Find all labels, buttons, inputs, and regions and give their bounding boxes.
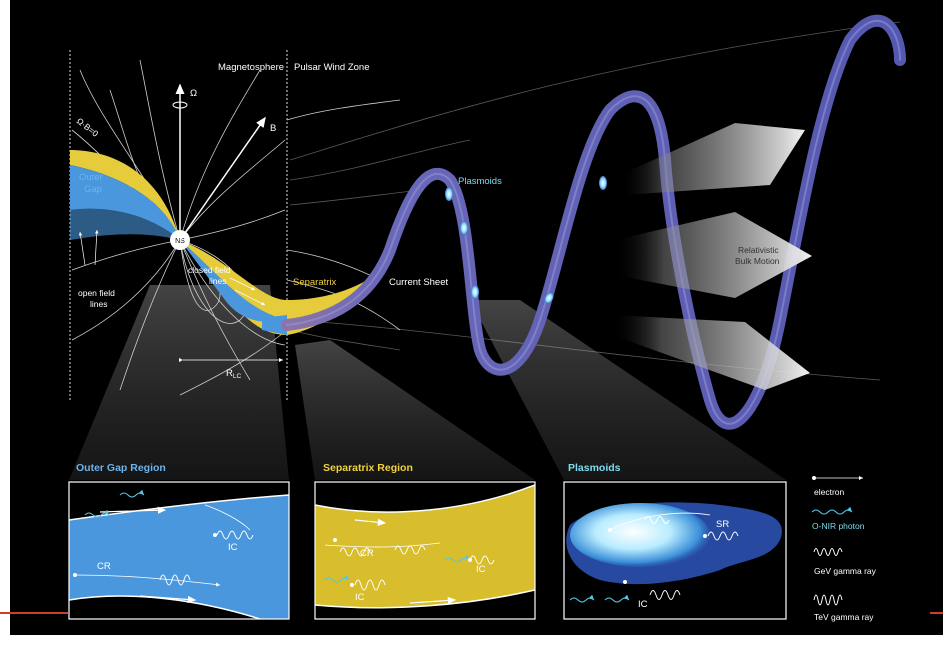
current-sheet-ribbon [281,14,906,430]
plasmoids-ic-label: IC [638,599,648,610]
plasmoid-blobs [445,176,607,304]
plasmoid-blob [599,176,607,190]
r-lc-sub: LC [233,373,242,380]
current-sheet-label: Current Sheet [389,277,449,288]
plasmoids-sr-label: SR [716,519,729,530]
r-lc-label: RLC [226,368,241,380]
separatrix-ic-top-label: IC [476,564,486,575]
legend: electron O-NIR photon GeV gamma ray TeV … [811,476,877,622]
separatrix-cr-label: CR [360,548,374,559]
outer-gap-panel-title: Outer Gap Region [76,462,166,474]
legend-electron: electron [812,476,863,497]
legend-gev-label: GeV gamma ray [814,566,877,576]
legend-electron-label: electron [814,487,845,497]
plasmoids-panel-title: Plasmoids [568,462,621,474]
b-vector-arrow [179,116,266,241]
plasmoids-panel: SR IC [563,481,787,620]
outer-gap-cr-label: CR [97,561,111,572]
separatrix-panel: CR IC IC [314,481,536,620]
plasmoid-blob [544,292,554,304]
ns-label: NS [175,238,185,245]
r-lc-main: R [226,368,233,379]
omega-label: Ω [190,88,197,99]
outer-gap-ic-label: IC [228,542,238,553]
beam-arrow [612,315,810,390]
beam-arrow [615,212,812,298]
plasmoid-blob [445,187,453,201]
pulsar-wind-zone-label: Pulsar Wind Zone [294,62,370,73]
separatrix-ic-bottom-label: IC [355,592,365,603]
legend-gev: GeV gamma ray [813,548,877,576]
open-field-label-1: open field [78,288,115,298]
rotation-loop-icon [172,101,188,109]
separatrix-panel-title: Separatrix Region [323,462,413,474]
plasmoid-blob [460,221,468,235]
separatrix-label: Separatrix [293,277,337,288]
legend-tev: TeV gamma ray [813,594,874,622]
beam-arrow [620,123,805,195]
plasmoids-label: Plasmoids [458,176,502,187]
open-field-label-2: lines [90,299,107,309]
projection-cones [69,285,786,480]
legend-onir-label: O-NIR photon [812,521,865,531]
label-pointers [78,229,266,306]
legend-tev-label: TeV gamma ray [814,612,874,622]
outer-gap-panel: CR IC [68,481,290,620]
plasmoid-blob [471,285,479,299]
relativistic-label-2: Bulk Motion [735,256,780,266]
closed-field-label-1: closed field [188,265,231,275]
bulk-motion-beams [612,123,812,390]
outer-gap-label-2: Gap [84,184,102,195]
magnetosphere-label: Magnetosphere [218,62,284,73]
relativistic-label-1: Relativistic [738,245,779,255]
closed-field-label-2: lines [209,276,226,286]
legend-onir: O-NIR photon [811,506,865,531]
b-label: B [270,123,276,134]
outer-gap-label-1: Outer [79,172,103,183]
